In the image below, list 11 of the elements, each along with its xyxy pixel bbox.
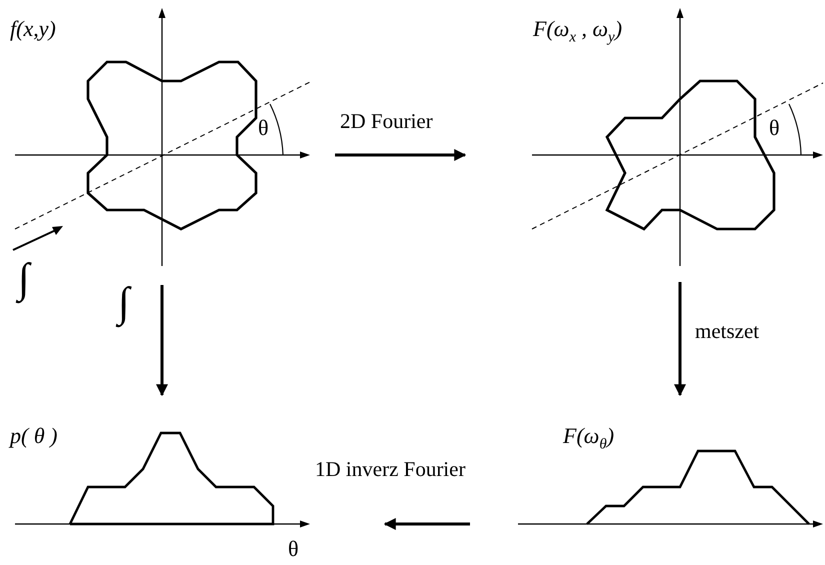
function-label: F(ω$_{x}$ , ω$_{y}$) (533, 18, 622, 46)
function-label: f(x,y) (10, 18, 56, 40)
arrow (674, 282, 686, 396)
arrow (335, 149, 466, 161)
arrow (156, 285, 168, 396)
angle-label: θ (258, 117, 269, 139)
angle-label: θ (288, 538, 299, 560)
function-label: F(ω$_{θ}$) (563, 425, 614, 452)
angle-label: θ (769, 117, 780, 139)
arrow (384, 518, 470, 530)
function-label: p( θ ) (10, 425, 58, 447)
